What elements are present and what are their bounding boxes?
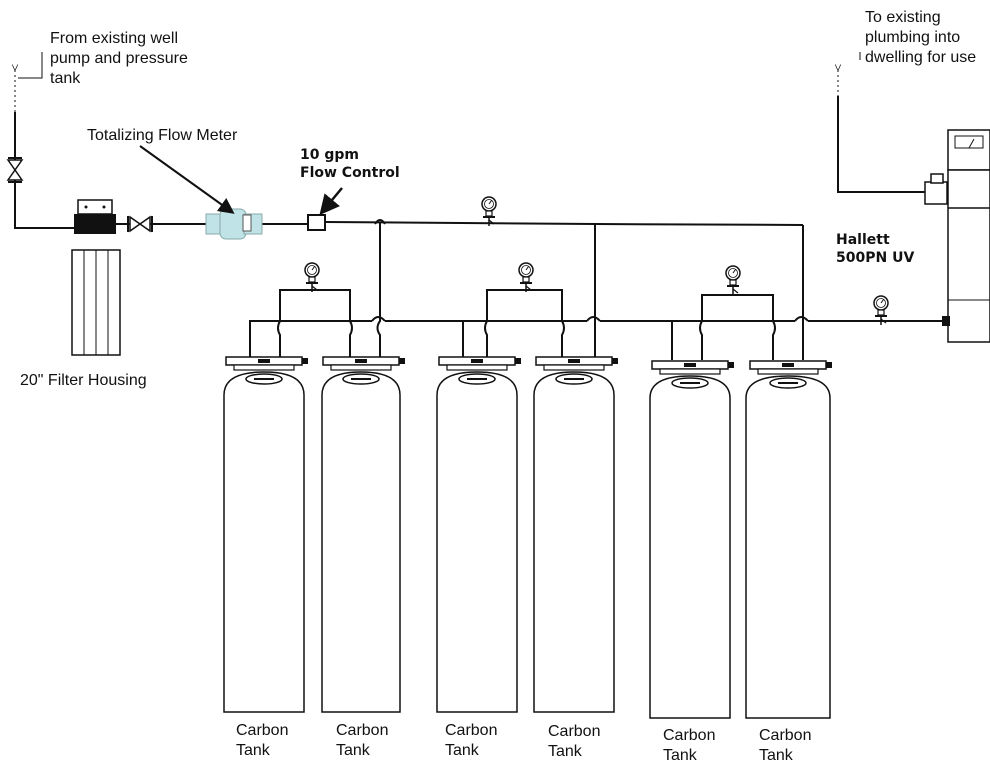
gate-valve-icon — [924, 173, 948, 205]
uv-label: Hallett 500PN UV — [836, 232, 915, 266]
tank-2 — [321, 356, 406, 713]
gate-valve-icon — [6, 157, 24, 183]
tank-5 — [649, 360, 735, 719]
flow-meter-label: Totalizing Flow Meter — [87, 127, 238, 144]
flow-control-icon — [307, 214, 326, 231]
gate-valve-icon — [127, 215, 153, 233]
uv-sterilizer-icon — [942, 129, 990, 343]
tank-3 — [436, 356, 522, 713]
tank-1 — [223, 356, 309, 713]
filter-housing-icon — [71, 199, 121, 356]
destination-label: To existing plumbing into dwelling for u… — [865, 9, 977, 66]
flow-control-label: 10 gpm Flow Control — [300, 147, 400, 181]
filter-housing-label: 20" Filter Housing — [20, 372, 147, 389]
tank-6 — [745, 360, 833, 719]
tank-4 — [533, 356, 619, 713]
source-label: From existing well pump and pressure tan… — [50, 30, 188, 87]
flow-meter-icon — [205, 208, 263, 240]
